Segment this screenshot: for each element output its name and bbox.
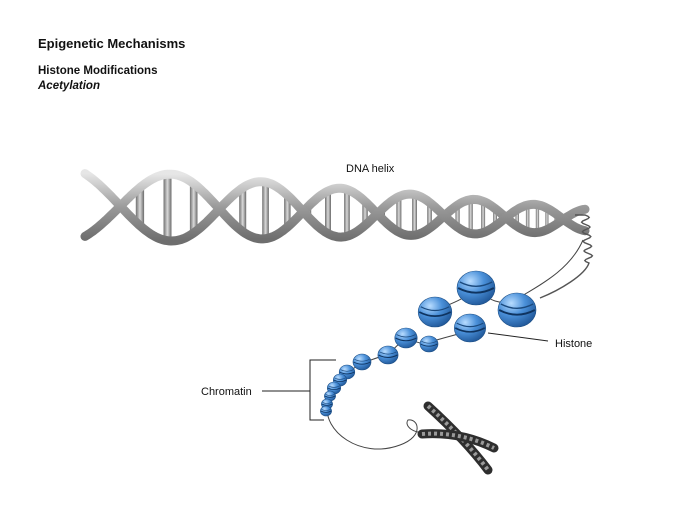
base-pair-rung <box>455 205 460 228</box>
base-pair-rung <box>515 209 519 227</box>
base-pair-rung <box>163 174 172 241</box>
base-pair-rung <box>481 201 486 233</box>
base-pair-rung <box>239 187 247 232</box>
base-pair-rung <box>412 194 417 236</box>
histone <box>497 292 537 328</box>
histone <box>352 353 372 371</box>
dna-strand-a <box>80 169 590 244</box>
process-name: Acetylation <box>38 80 100 92</box>
base-pair-rung <box>535 204 540 233</box>
histone <box>320 405 332 417</box>
histone-label: Histone <box>555 338 592 350</box>
base-pair-rung <box>396 196 402 233</box>
histone <box>456 270 496 306</box>
base-pair-rung <box>325 191 331 234</box>
histone-pointer <box>487 332 549 342</box>
chromatin-label: Chromatin <box>201 386 252 398</box>
base-pair-rung <box>135 187 145 226</box>
linker-dna <box>326 239 584 450</box>
histone <box>394 327 418 349</box>
histone <box>453 313 486 343</box>
histone <box>417 296 453 328</box>
page-subtitle: Histone Modifications <box>38 65 158 77</box>
dna-helix <box>80 169 594 299</box>
base-pair-rung <box>468 199 473 234</box>
base-pair-rung <box>362 201 368 226</box>
base-pair-rung <box>525 205 530 232</box>
base-pair-rung <box>493 208 497 227</box>
histone-group <box>320 270 537 417</box>
dna-strand-b <box>80 169 590 246</box>
chromatin-bracket <box>262 359 336 421</box>
base-pair-rung <box>262 182 269 239</box>
header: Epigenetic Mechanisms Histone Modificati… <box>38 36 185 92</box>
histone <box>377 345 399 365</box>
base-pair-rung <box>284 195 291 228</box>
histone <box>419 335 439 353</box>
page-title: Epigenetic Mechanisms <box>38 36 186 51</box>
base-pair-rung <box>344 189 350 237</box>
dna-helix-label: DNA helix <box>346 163 395 175</box>
base-pair-rung <box>427 202 432 229</box>
histone <box>324 390 336 402</box>
base-pair-rung <box>545 208 549 230</box>
dna-coil <box>539 214 594 299</box>
chromosome <box>417 401 499 475</box>
base-pair-rung <box>189 183 198 233</box>
